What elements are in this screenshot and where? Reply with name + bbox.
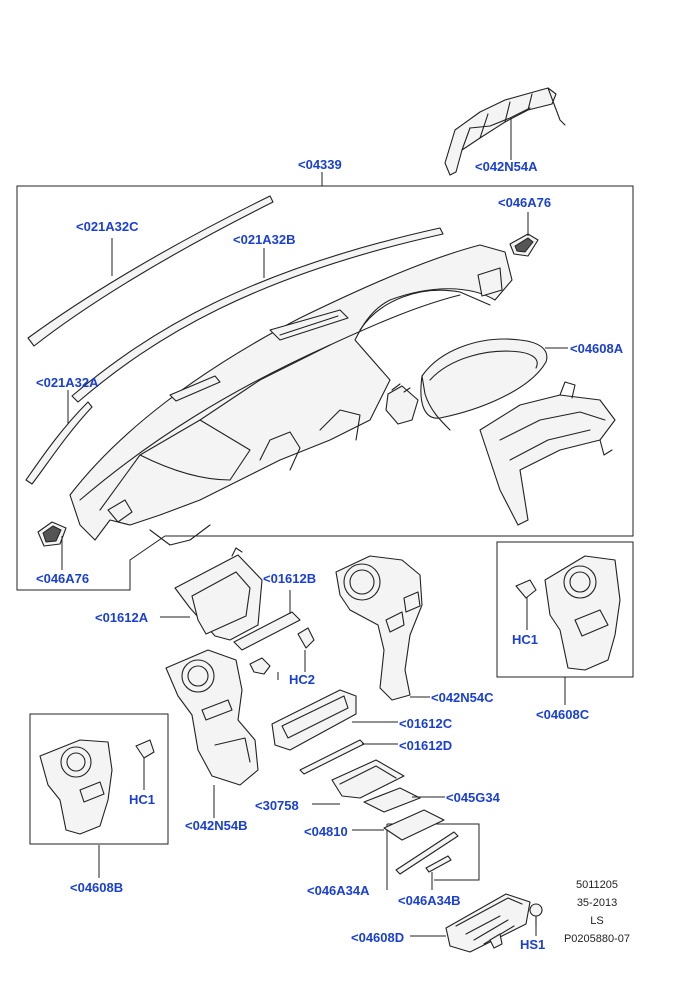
part-046A34B-strip[interactable] <box>425 855 452 873</box>
callout-04608D[interactable]: <04608D <box>351 930 405 945</box>
part-center-module[interactable] <box>385 383 419 425</box>
callout-021A32B[interactable]: <021A32B <box>233 232 296 247</box>
part-045G34-mat[interactable] <box>363 787 421 813</box>
box-04608B <box>29 713 169 845</box>
callout-HC2[interactable]: HC2 <box>289 672 316 687</box>
callout-021A32C[interactable]: <021A32C <box>76 219 139 234</box>
part-046A34A-strip[interactable] <box>395 831 459 875</box>
callout-01612D[interactable]: <01612D <box>399 738 453 753</box>
callout-04810[interactable]: <04810 <box>304 824 348 839</box>
part-04608A-cover[interactable] <box>420 338 548 431</box>
callout-046A76-bottom[interactable]: <046A76 <box>36 571 90 586</box>
drawing-date: 35-2013 <box>576 897 618 909</box>
callout-046A34A[interactable]: <046A34A <box>307 883 370 898</box>
part-01612B-trim[interactable] <box>233 611 301 651</box>
part-042N54B-left-bezel[interactable] <box>165 649 259 786</box>
part-042N54C-center-bezel[interactable] <box>335 555 423 701</box>
callout-01612B[interactable]: <01612B <box>263 571 317 586</box>
callout-HS1[interactable]: HS1 <box>520 937 546 952</box>
callout-04608B[interactable]: <04608B <box>70 880 124 895</box>
part-046A76-bottom-vent[interactable] <box>37 521 67 547</box>
callout-HC1-right[interactable]: HC1 <box>512 632 539 647</box>
drawing-id: 5011205 <box>575 879 618 891</box>
drawing-part-number: P0205880-07 <box>563 933 631 945</box>
part-HC1-left-clip[interactable] <box>135 739 155 759</box>
part-01612C-frame[interactable] <box>271 689 357 751</box>
callout-042N54A-top[interactable]: <042N54A <box>475 159 538 174</box>
callout-HC1-left[interactable]: HC1 <box>129 792 156 807</box>
part-01612D-strip[interactable] <box>299 739 365 775</box>
part-04608D-switch-panel[interactable] <box>445 893 531 953</box>
callout-04608A[interactable]: <04608A <box>570 341 624 356</box>
callout-046A34B[interactable]: <046A34B <box>398 893 461 908</box>
part-HC2-clips[interactable] <box>249 627 315 675</box>
part-04608C-bezel[interactable] <box>544 555 621 671</box>
part-04339-dashboard[interactable] <box>69 244 513 546</box>
part-021A32A-trim-strip[interactable] <box>25 401 93 485</box>
part-right-bracket-assembly[interactable] <box>479 381 616 526</box>
part-042N54A-top-bracket[interactable] <box>444 87 566 176</box>
callout-30758[interactable]: <30758 <box>255 798 299 813</box>
part-30758-tray[interactable] <box>331 759 405 799</box>
callout-01612A[interactable]: <01612A <box>95 610 149 625</box>
callout-046A76-top[interactable]: <046A76 <box>498 195 552 210</box>
part-HS1-fastener[interactable] <box>529 903 543 927</box>
part-01612A-display-housing[interactable] <box>174 547 263 641</box>
callout-04608C[interactable]: <04608C <box>536 707 590 722</box>
callout-021A32A[interactable]: <021A32A <box>36 375 99 390</box>
callout-042N54B[interactable]: <042N54B <box>185 818 248 833</box>
part-046A76-top-vent[interactable] <box>509 233 539 257</box>
part-04810-mat[interactable] <box>383 809 445 841</box>
callout-01612C[interactable]: <01612C <box>399 716 453 731</box>
main-assembly-frame <box>16 185 634 591</box>
part-021A32B-trim-strip[interactable] <box>71 227 444 403</box>
callout-04339[interactable]: <04339 <box>298 157 342 172</box>
callout-042N54C[interactable]: <042N54C <box>431 690 494 705</box>
callout-045G34[interactable]: <045G34 <box>446 790 500 805</box>
part-021A32C-trim-strip[interactable] <box>27 195 274 347</box>
part-HC1-right-clip[interactable] <box>515 579 537 599</box>
part-04608B-bezel[interactable] <box>39 739 113 835</box>
drawing-code: LS <box>590 915 604 927</box>
